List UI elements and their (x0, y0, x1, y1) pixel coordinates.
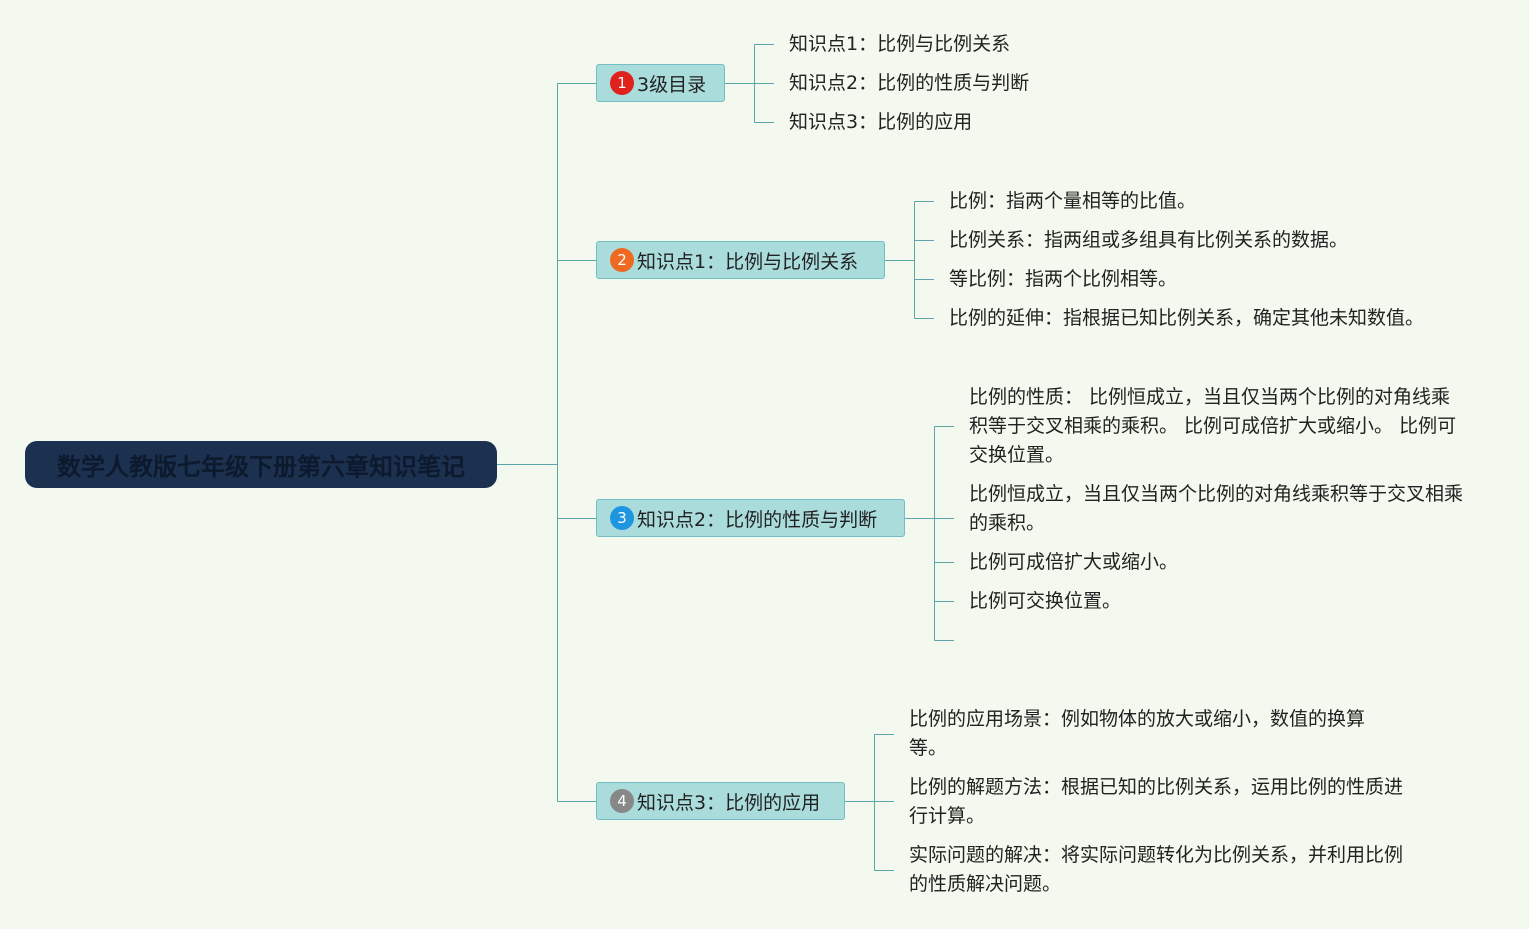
root-title: 数学人教版七年级下册第六章知识笔记 (57, 453, 465, 481)
branch-label: 知识点3：比例的应用 (637, 791, 821, 814)
root-topic[interactable]: 数学人教版七年级下册第六章知识笔记 (25, 441, 497, 488)
leaf-k1-2[interactable]: 比例关系：指两组或多组具有比例关系的数据。 (949, 229, 1349, 251)
branch-knowledge-2[interactable]: 3 知识点2：比例的性质与判断 (596, 499, 905, 537)
priority-2-icon: 2 (610, 248, 634, 272)
leaf-k1-3[interactable]: 等比例：指两个比例相等。 (949, 268, 1178, 290)
priority-3-icon: 3 (610, 506, 634, 530)
leaf-toc-2[interactable]: 知识点2：比例的性质与判断 (789, 72, 1030, 94)
branch-label: 知识点1：比例与比例关系 (637, 250, 859, 273)
leaf-toc-3[interactable]: 知识点3：比例的应用 (789, 111, 973, 133)
leaf-k1-1[interactable]: 比例：指两个量相等的比值。 (949, 190, 1197, 212)
leaf-k2-1[interactable]: 比例的性质： 比例恒成立，当且仅当两个比例的对角线乘积等于交叉相乘的乘积。 比例… (969, 386, 1457, 466)
branch-label: 知识点2：比例的性质与判断 (637, 508, 878, 531)
branch-knowledge-3[interactable]: 4 知识点3：比例的应用 (596, 782, 845, 820)
leaf-k3-2[interactable]: 比例的解题方法：根据已知的比例关系，运用比例的性质进行计算。 (909, 776, 1404, 827)
leaf-k1-4[interactable]: 比例的延伸：指根据已知比例关系，确定其他未知数值。 (949, 307, 1425, 329)
branch-label: 3级目录 (637, 73, 707, 96)
leaf-k2-4[interactable]: 比例可交换位置。 (969, 590, 1122, 612)
priority-1-icon: 1 (610, 71, 634, 95)
leaf-k2-2[interactable]: 比例恒成立，当且仅当两个比例的对角线乘积等于交叉相乘的乘积。 (969, 483, 1464, 534)
priority-4-icon: 4 (610, 789, 634, 813)
branch-knowledge-1[interactable]: 2 知识点1：比例与比例关系 (596, 241, 885, 279)
branch-toc[interactable]: 1 3级目录 (596, 64, 725, 102)
leaf-k3-3[interactable]: 实际问题的解决：将实际问题转化为比例关系，并利用比例的性质解决问题。 (909, 844, 1404, 895)
leaf-k3-1[interactable]: 比例的应用场景：例如物体的放大或缩小，数值的换算等。 (909, 708, 1366, 759)
leaf-toc-1[interactable]: 知识点1：比例与比例关系 (789, 33, 1011, 55)
leaf-k2-3[interactable]: 比例可成倍扩大或缩小。 (969, 551, 1179, 573)
